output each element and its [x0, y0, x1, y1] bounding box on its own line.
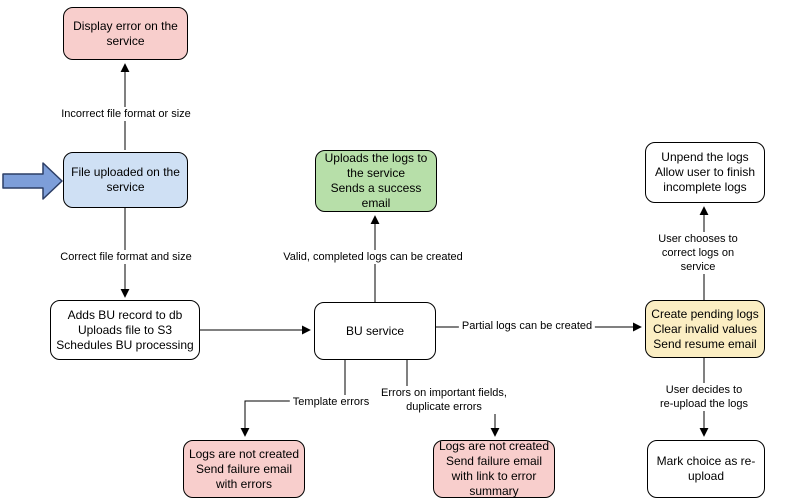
edge-label-important-field-errors: Errors on important fields, duplicate er… — [378, 386, 510, 414]
node-adds-bu-record: Adds BU record to db Uploads file to S3 … — [50, 300, 200, 360]
edge-label-incorrect-format: Incorrect file format or size — [58, 107, 194, 121]
node-unpend-logs: Unpend the logs Allow user to finish inc… — [645, 142, 765, 203]
edge-label-partial-logs: Partial logs can be created — [458, 319, 596, 333]
node-bu-service: BU service — [314, 302, 436, 360]
edge-label-user-reuploads: User decides to re-upload the logs — [655, 383, 753, 411]
node-mark-choice-reupload: Mark choice as re- upload — [647, 440, 765, 498]
node-create-pending-logs: Create pending logs Clear invalid values… — [645, 300, 765, 358]
node-logs-not-created-errors: Logs are not created Send failure email … — [183, 440, 305, 498]
node-file-uploaded: File uploaded on the service — [63, 152, 188, 208]
edge-label-correct-format: Correct file format and size — [57, 250, 195, 264]
edge-label-valid-completed: Valid, completed logs can be created — [280, 250, 466, 264]
node-display-error: Display error on the service — [63, 7, 188, 60]
edge-label-user-corrects: User chooses to correct logs on service — [646, 232, 750, 274]
node-logs-not-created-summary: Logs are not created Send failure email … — [433, 439, 555, 498]
entry-arrow-icon — [2, 162, 63, 200]
edge-label-template-errors: Template errors — [289, 395, 373, 409]
node-uploads-logs-success: Uploads the logs to the service Sends a … — [315, 150, 437, 212]
